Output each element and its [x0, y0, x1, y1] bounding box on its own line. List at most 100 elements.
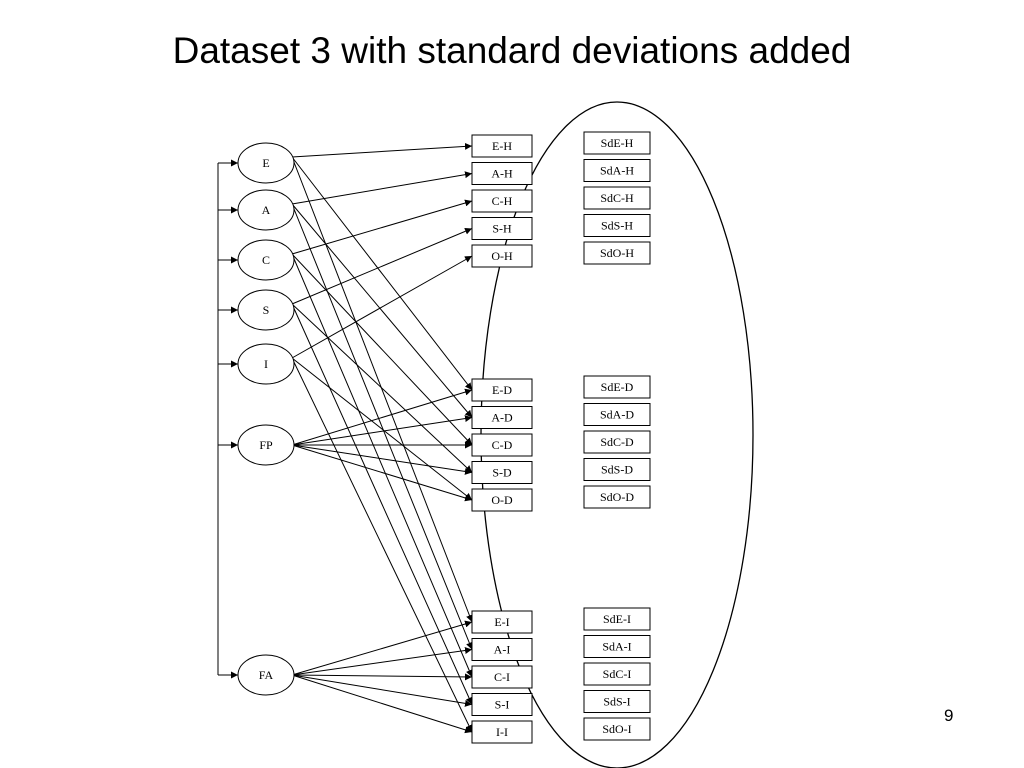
sd-label: SdE-H: [601, 136, 634, 150]
sd-label: SdO-H: [600, 246, 634, 260]
indicator-box-s-i: S-I: [471, 693, 533, 716]
indicator-label: O-D: [491, 493, 513, 507]
path-e-to-e-h: [291, 142, 473, 158]
path-a-to-a-d: [291, 203, 473, 418]
indicator-box-o-d: O-D: [471, 488, 533, 512]
factor-node-e: E: [237, 142, 295, 184]
indicator-label: O-H: [491, 249, 513, 263]
sd-label: SdE-I: [603, 612, 631, 626]
path-fa-to-c-i: [291, 673, 473, 681]
sd-box-sda-d: SdA-D: [583, 403, 651, 426]
page-number: 9: [944, 706, 954, 725]
factor-node-fp: FP: [237, 424, 295, 466]
indicator-box-i-i: I-I: [471, 720, 533, 744]
indicator-box-e-i: E-I: [471, 610, 533, 634]
indicator-label: S-D: [492, 466, 512, 480]
factor-node-c: C: [237, 239, 295, 281]
path-fp-to-s-d: [291, 444, 473, 475]
factor-node-s: S: [237, 289, 295, 331]
path-s-to-s-d: [291, 303, 473, 473]
factor-node-fa: FA: [237, 654, 295, 696]
indicator-label: I-I: [496, 725, 508, 739]
sd-box-sdo-h: SdO-H: [583, 241, 651, 265]
indicator-box-a-d: A-D: [471, 406, 533, 429]
sd-box-sde-h: SdE-H: [583, 131, 651, 155]
indicator-box-s-h: S-H: [471, 217, 533, 240]
indicator-box-s-d: S-D: [471, 461, 533, 484]
factor-label: FA: [259, 668, 274, 682]
indicator-box-a-h: A-H: [471, 162, 533, 185]
factor-label: FP: [259, 438, 273, 452]
sd-box-sds-i: SdS-I: [583, 690, 651, 713]
indicator-label: A-H: [491, 167, 513, 181]
sd-label: SdO-I: [602, 722, 631, 736]
path-c-to-c-d: [291, 253, 473, 446]
sd-label: SdA-D: [600, 408, 634, 422]
path-c-to-c-i: [291, 253, 473, 678]
factor-label: C: [262, 253, 270, 267]
path-fp-to-a-d: [291, 415, 473, 446]
path-a-to-a-h: [291, 171, 473, 205]
sd-box-sdo-d: SdO-D: [583, 485, 651, 509]
sd-label: SdA-I: [602, 640, 631, 654]
indicator-label: A-D: [491, 411, 513, 425]
path-i-to-o-d: [291, 357, 473, 501]
factor-label: E: [262, 156, 269, 170]
indicator-box-c-h: C-H: [471, 189, 533, 213]
indicator-label: E-D: [492, 383, 512, 397]
sd-label: SdO-D: [600, 490, 634, 504]
path-fp-to-o-d: [291, 444, 473, 502]
path-a-to-a-i: [291, 203, 473, 650]
indicator-label: E-I: [494, 615, 509, 629]
indicator-label: C-I: [494, 670, 510, 684]
factor-label: S: [263, 303, 270, 317]
path-i-to-o-h: [291, 255, 473, 359]
sd-label: SdS-H: [601, 219, 633, 233]
indicator-label: C-H: [492, 194, 513, 208]
factor-label: I: [264, 357, 268, 371]
sd-label: SdE-D: [601, 380, 634, 394]
path-s-to-s-h: [291, 227, 473, 305]
sd-box-sds-h: SdS-H: [583, 214, 651, 237]
path-fa-to-s-i: [291, 674, 473, 707]
path-c-to-c-h: [291, 199, 473, 255]
path-s-to-s-i: [291, 303, 473, 705]
sd-label: SdS-I: [603, 695, 630, 709]
indicator-box-c-i: C-I: [471, 665, 533, 689]
sd-box-sdc-i: SdC-I: [583, 662, 651, 686]
sd-box-sdc-h: SdC-H: [583, 186, 651, 210]
sd-label: SdC-H: [600, 191, 634, 205]
factor-node-a: A: [237, 189, 295, 231]
sd-box-sda-h: SdA-H: [583, 159, 651, 182]
path-fa-to-i-i: [291, 674, 473, 734]
sd-label: SdC-I: [603, 667, 632, 681]
sd-label: SdS-D: [601, 463, 633, 477]
indicator-box-c-d: C-D: [471, 433, 533, 457]
sd-box-sde-d: SdE-D: [583, 375, 651, 399]
factor-label: A: [262, 203, 271, 217]
path-fa-to-a-i: [291, 647, 473, 676]
path-e-to-e-i: [291, 156, 473, 623]
indicator-label: S-H: [492, 222, 512, 236]
indicator-label: C-D: [492, 438, 513, 452]
sd-box-sdc-d: SdC-D: [583, 430, 651, 454]
factor-node-i: I: [237, 343, 295, 385]
indicator-box-a-i: A-I: [471, 638, 533, 661]
path-fa-to-e-i: [291, 620, 473, 676]
sd-box-sda-i: SdA-I: [583, 635, 651, 658]
path-i-to-i-i: [291, 357, 473, 733]
indicator-box-e-h: E-H: [471, 134, 533, 158]
sd-box-sdo-i: SdO-I: [583, 717, 651, 741]
indicator-label: A-I: [494, 643, 511, 657]
slide-title: Dataset 3 with standard deviations added: [172, 30, 852, 71]
indicator-label: E-H: [492, 139, 512, 153]
path-e-to-e-d: [291, 156, 473, 391]
indicator-box-o-h: O-H: [471, 244, 533, 268]
indicator-label: S-I: [495, 698, 510, 712]
sd-label: SdC-D: [600, 435, 634, 449]
sd-box-sds-d: SdS-D: [583, 458, 651, 481]
sd-label: SdA-H: [600, 164, 634, 178]
path-fp-to-e-d: [291, 388, 473, 446]
indicator-box-e-d: E-D: [471, 378, 533, 402]
